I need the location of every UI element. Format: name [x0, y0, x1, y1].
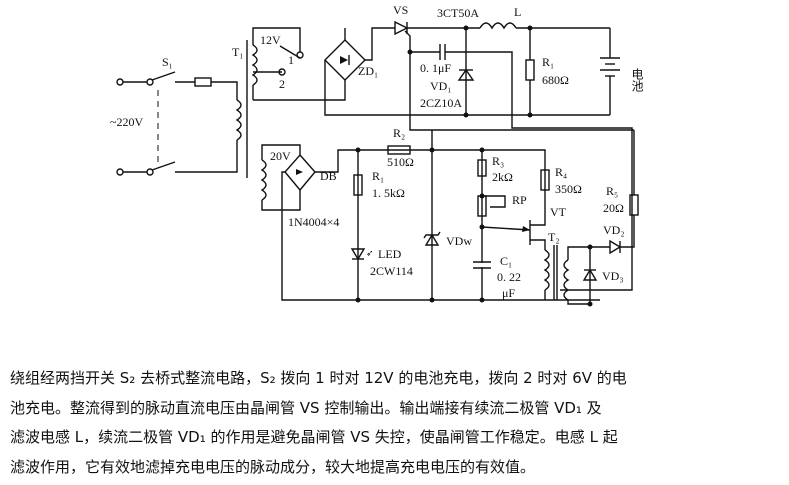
resistor-r1 [353, 174, 363, 196]
t2-secondary-coil [563, 259, 570, 301]
t1-primary-coil [235, 99, 242, 141]
vdw-label: VDw [446, 234, 472, 248]
resistor-r5 [629, 194, 639, 216]
r2-label: R₂ [393, 126, 405, 140]
r5-value: 20Ω [603, 201, 624, 215]
led-part-label: 2CW114 [370, 264, 413, 278]
ac-voltage-label: ~220V [110, 115, 143, 129]
trigger-circuit: 20V DB 1N4004×4 R₂ 510Ω R₁ 1. 5kΩ ➶ LED … [260, 52, 639, 307]
led [350, 248, 366, 261]
t2-primary-coil [543, 249, 550, 291]
db-part-label: 1N4004×4 [288, 215, 339, 229]
thyristor-vs [394, 20, 409, 36]
description-line: 滤波作用，它有效地滤掉充电电压的脉动成分，较大地提高充电电压的有效值。 [10, 457, 536, 476]
diode-vd2 [609, 239, 622, 255]
resistor-r1-top [525, 59, 535, 81]
db-label: DB [320, 169, 337, 183]
r1-top-value: 680Ω [542, 73, 569, 87]
battery-label: 电池 [630, 68, 644, 92]
charging-circuit: 12V 1 2 ZD₁ VS 3CT50A 0. 1μF VD₁ 2CZ10A … [251, 3, 644, 291]
diode-vd3 [582, 268, 598, 281]
vt-label: VT [550, 205, 567, 219]
vs-part-label: 3CT50A [437, 6, 479, 20]
r2-value: 510Ω [387, 155, 414, 169]
zener-vdw [424, 233, 440, 246]
resistor-r2 [387, 145, 411, 155]
circuit-diagram: S₁ ~220V T₁ 12V 1 2 ZD₁ VS 3CT50A 0. 1μF [110, 3, 644, 307]
switch-pos-1-label: 1 [288, 53, 294, 67]
description-line: 滤波电感 L，续流二极管 VD₁ 的作用是避免晶闸管 VS 失控，使晶闸管工作稳… [10, 428, 618, 446]
led-arrows-icon: ➶ [366, 248, 374, 258]
description-line: 池充电。整流得到的脉动直流电压由晶闸管 VS 控制输出。输出端接有续流二极管 V… [10, 398, 602, 417]
rp-label: RP [512, 193, 527, 207]
ujt-vt [522, 220, 546, 250]
r4-value: 350Ω [555, 182, 582, 196]
bridge-zd1 [324, 39, 366, 81]
s1-label: S₁ [162, 55, 173, 69]
mains-input: S₁ ~220V T₁ [110, 40, 248, 178]
t2-label: T₂ [548, 230, 560, 244]
resistor-r4 [540, 169, 550, 191]
r3-value: 2kΩ [492, 170, 513, 184]
inductor-l [479, 22, 517, 30]
inductor-label: L [514, 5, 521, 19]
zd1-label: ZD₁ [358, 64, 378, 78]
12v-label: 12V [260, 33, 281, 47]
r3-label: R₃ [492, 154, 504, 168]
vd2-label: VD₂ [603, 223, 625, 237]
t1-label: T₁ [232, 45, 244, 59]
fuse [194, 77, 212, 87]
r4-label: R₄ [555, 165, 567, 179]
resistor-r3 [477, 159, 487, 177]
bridge-db [284, 153, 316, 192]
description-text: 绕组经两挡开关 S₂ 去桥式整流电路，S₂ 拨向 1 时对 12V 的电池充电，… [10, 364, 785, 482]
vd1-label: VD₁ [430, 79, 452, 93]
20v-label: 20V [270, 149, 291, 163]
r1-top-label: R₁ [542, 55, 554, 69]
switch-pos-2-label: 2 [279, 77, 285, 91]
capacitor-label: 0. 1μF [420, 61, 451, 75]
c1-label: C₁ [500, 254, 512, 268]
c1-unit: μF [502, 286, 515, 300]
r5-label: R₅ [606, 184, 618, 198]
diode-vd1 [457, 68, 475, 81]
c1-value: 0. 22 [497, 270, 521, 284]
description-line: 绕组经两挡开关 S₂ 去桥式整流电路，S₂ 拨向 1 时对 12V 的电池充电，… [10, 369, 627, 387]
r1-value: 1. 5kΩ [372, 186, 405, 200]
led-label: LED [378, 247, 402, 261]
battery-icon [600, 28, 620, 115]
r1-label: R₁ [372, 169, 384, 183]
vd3-label: VD₃ [602, 269, 624, 283]
vs-label: VS [393, 3, 408, 17]
vd1-part-label: 2CZ10A [420, 96, 462, 110]
